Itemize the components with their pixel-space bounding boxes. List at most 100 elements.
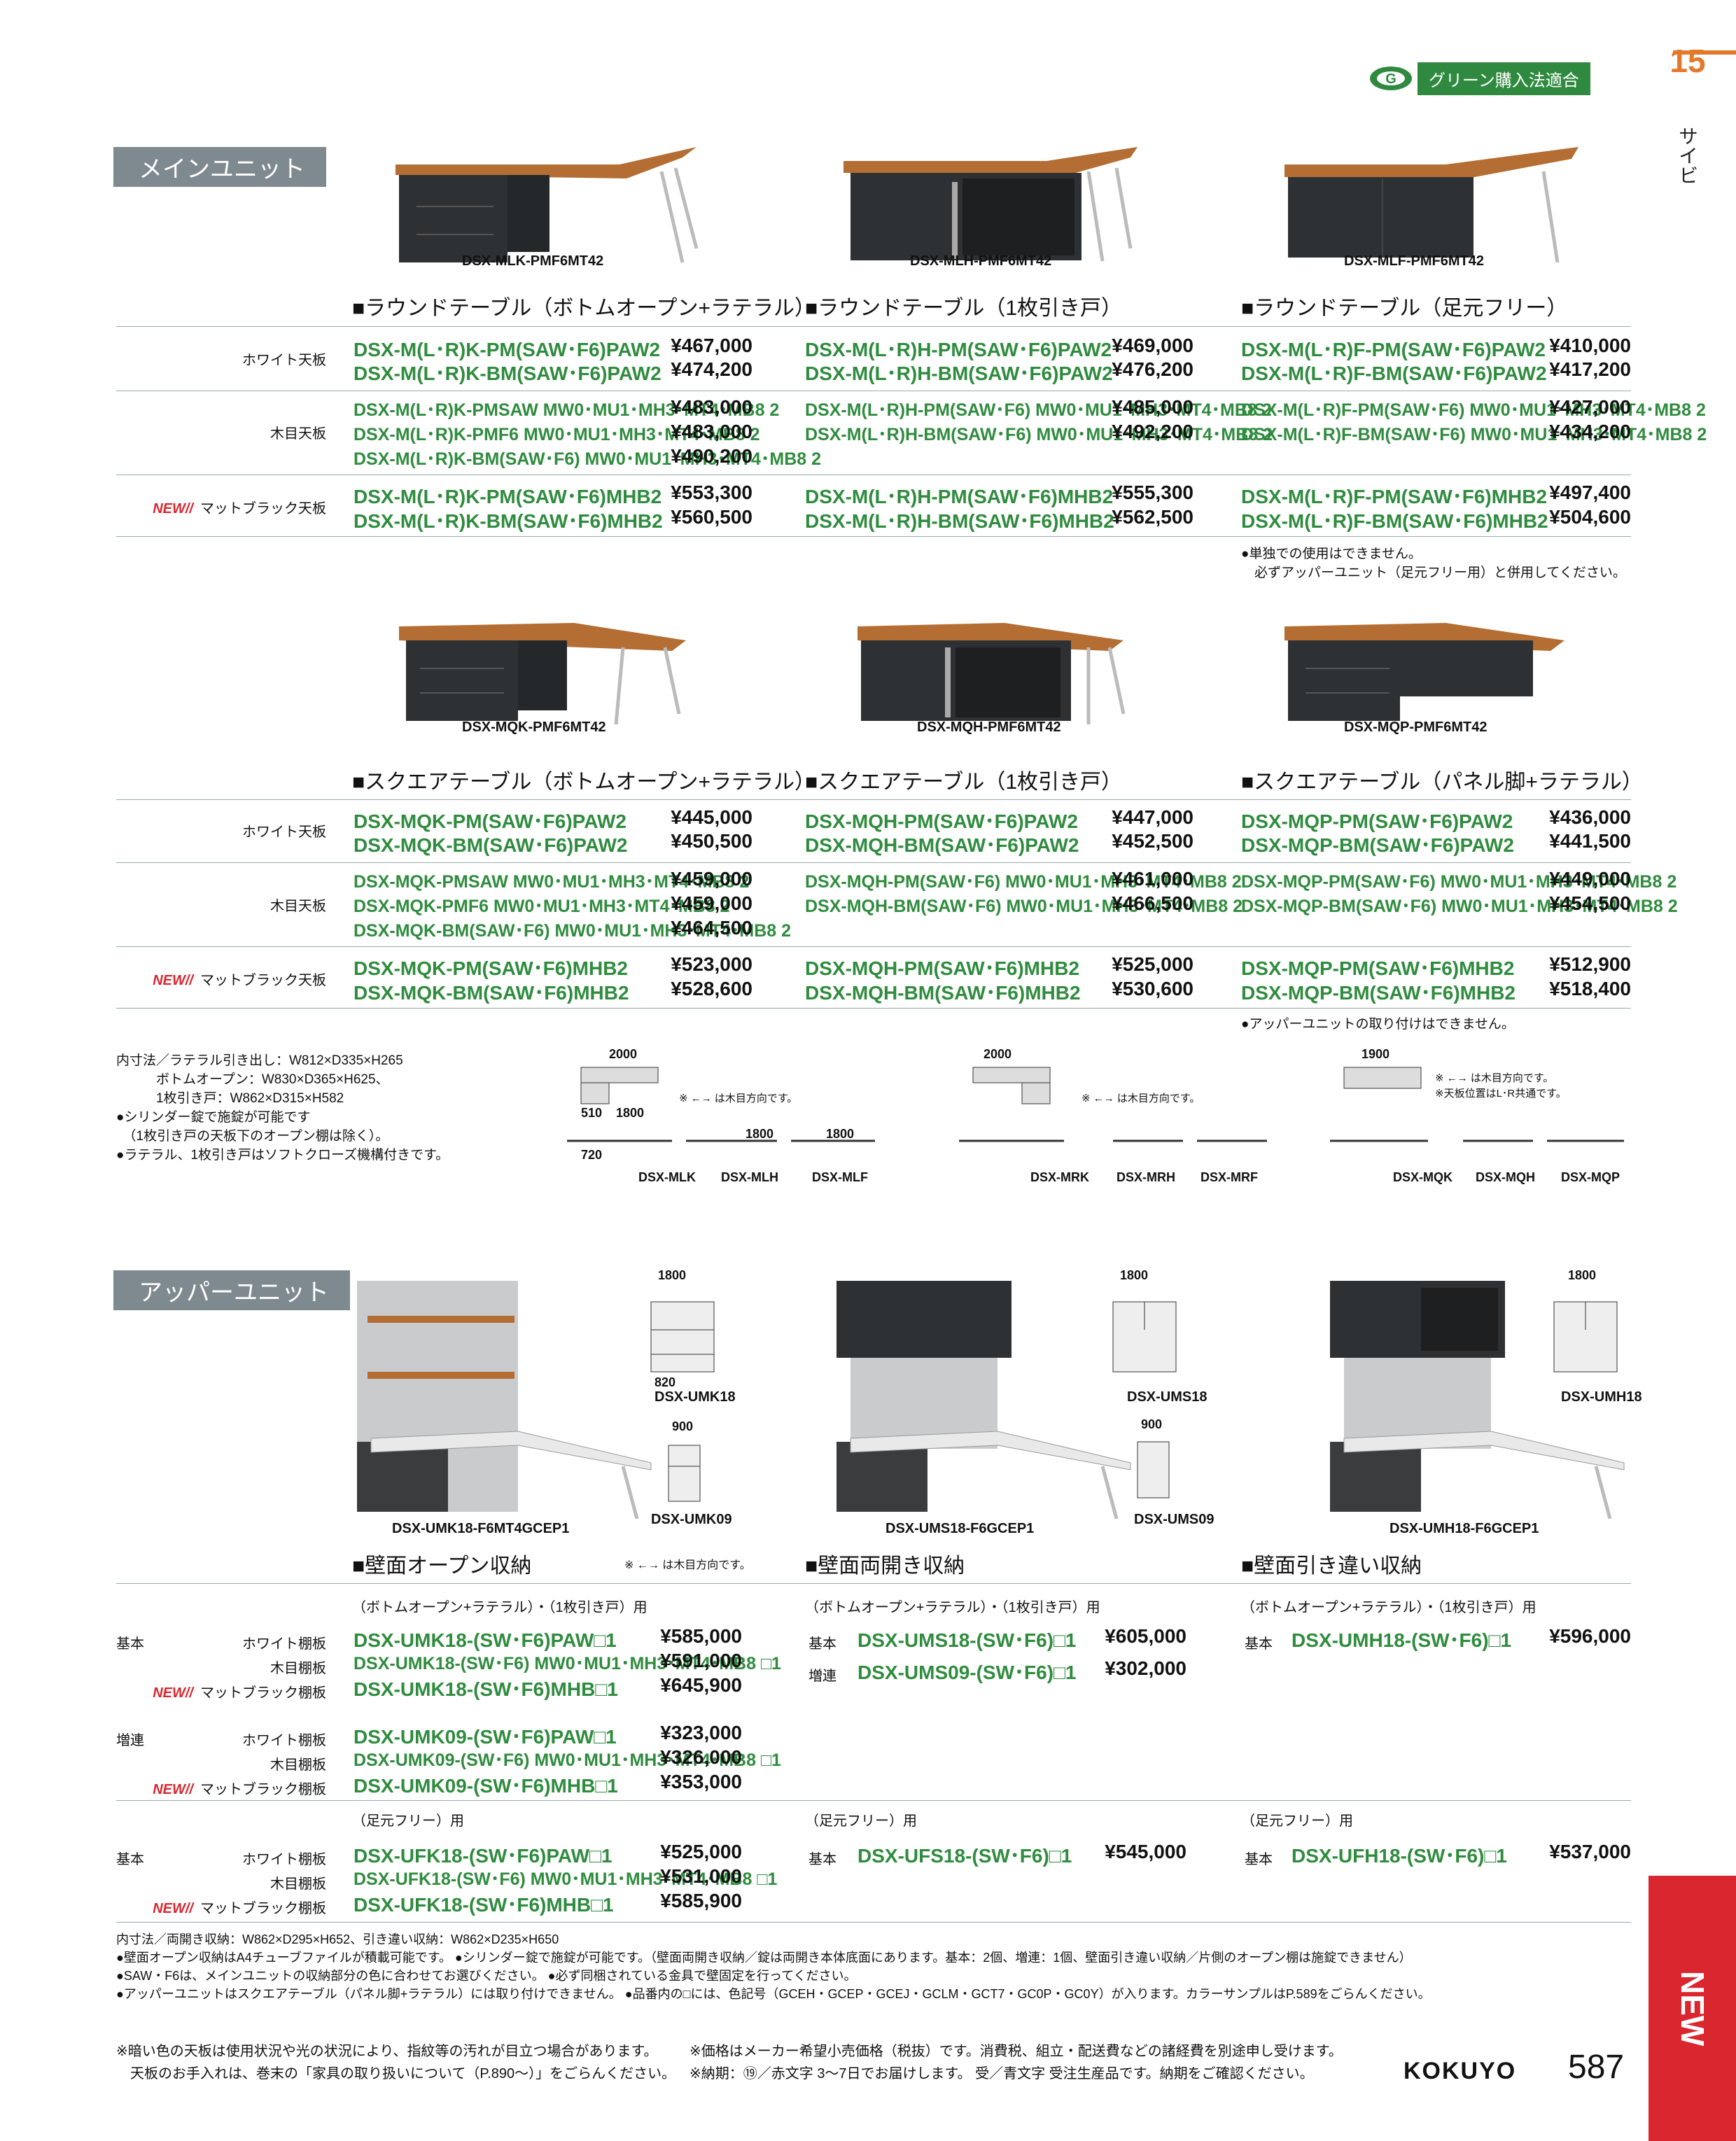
product-code: DSX-MQK-BM(SAW･F6)PAW2 [354,834,628,856]
add-label: 増連 [116,1733,144,1748]
product-price: ¥545,000 [1105,1841,1186,1862]
green-badge-label: グリーン購入法適合 [1418,62,1590,95]
upper-sub-label: DSX-UMS18 [1127,1389,1208,1405]
product-price: ¥353,000 [660,1771,742,1792]
product-code: DSX-M(L･R)F-BM(SAW･F6)MHB2 [1241,510,1548,532]
product-code: DSX-MQK-PMF6 MW0･MU1･MH3･MT4･MB8 2 [354,897,730,916]
dim-label: 1800 [1120,1268,1149,1282]
product-price: ¥562,500 [1112,506,1194,528]
product-price: ¥485,000 [1112,396,1194,418]
shelf-black-label: マットブラック棚板 [200,1782,326,1797]
diagram-label: DSX-MQK [1393,1170,1452,1184]
product-price: ¥553,300 [671,482,752,503]
base-label: 基本 [116,1852,144,1867]
main-unit-header: メインユニット [113,147,326,187]
shelf-wood: 木目棚板 [270,1876,326,1892]
upper-unit-header: アッパーユニット [113,1270,350,1310]
upper-sub-label: DSX-UMH18 [1561,1389,1642,1405]
product-price: ¥523,000 [671,953,752,975]
diagram-label: DSX-MLK [638,1170,696,1184]
product-code: DSX-M(L･R)K-PM(SAW･F6)PAW2 [354,339,661,360]
product-code: DSX-MQP-BM(SAW･F6)PAW2 [1241,834,1514,856]
group-sub: （ボトムオープン+ラテラル）・（1枚引き戸）用 [1241,1600,1536,1615]
product-price: ¥464,500 [671,917,752,939]
product-code: DSX-MQK-BM(SAW･F6)MHB2 [354,982,629,1004]
shelf-black-label: マットブラック棚板 [200,1901,326,1916]
upper-image-umk [357,1281,652,1519]
dim-label: 2000 [983,1047,1012,1061]
green-purchase-badge: G グリーン購入法適合 [1368,62,1590,95]
product-code: DSX-MQH-BM(SAW･F6)PAW2 [805,834,1079,856]
dim-label: 900 [672,1419,694,1433]
shelf-black: NEW//マットブラック棚板 [116,1897,326,1917]
product-code: DSX-M(L･R)K-BM(SAW･F6) MW0･MU1･MH3･MT4･M… [354,449,822,469]
image-label-mlk: DSX-MLK-PMF6MT42 [462,253,604,269]
product-price: ¥585,000 [660,1625,742,1647]
caption-umk: ■壁面オープン収納 [352,1554,532,1578]
product-code: DSX-MQH-PM(SAW･F6) MW0･MU1･MH3･MT4･MB8 2 [805,872,1242,892]
product-price: ¥436,000 [1549,806,1631,828]
category-black-label: マットブラック天板 [200,501,326,517]
group-sub: （足元フリー）用 [805,1813,917,1829]
product-price: ¥434,200 [1549,421,1631,442]
upper-dims-umh18 [1553,1301,1618,1373]
page-number: 587 [1568,2049,1625,2086]
product-code: DSX-MQK-PMSAW MW0･MU1･MH3･MT4･MB8 2 [354,872,750,892]
product-code: DSX-UFK18-(SW･F6)PAW□1 [354,1845,612,1867]
product-code: DSX-UMK09-(SW･F6)MHB□1 [354,1775,618,1797]
image-label-mqk: DSX-MQK-PMF6MT42 [462,719,606,735]
product-code: DSX-MQH-BM(SAW･F6) MW0･MU1･MH3･MT4･MB8 2 [805,897,1243,916]
product-code: DSX-UMK18-(SW･F6)MHB□1 [354,1678,618,1700]
product-price: ¥490,200 [671,445,752,467]
product-price: ¥461,000 [1112,868,1194,890]
product-price: ¥512,900 [1549,953,1631,975]
product-code: DSX-M(L･R)F-PM(SAW･F6)PAW2 [1241,339,1546,360]
shelf-wood: 木目棚板 [270,1661,326,1676]
side-label: サイビ [1676,126,1698,185]
product-price: ¥323,000 [660,1722,742,1743]
product-code: DSX-MQP-PM(SAW･F6)PAW2 [1241,810,1513,832]
product-price: ¥459,000 [671,892,752,914]
group-sub: （足元フリー）用 [352,1813,464,1829]
diagram-label: DSX-MRK [1030,1170,1089,1184]
diagram-label: DSX-MRF [1200,1170,1258,1184]
new-tab: NEW [1648,1876,1736,2141]
product-price: ¥605,000 [1105,1625,1186,1647]
dimension-diagram-ml [567,1067,875,1142]
product-price: ¥518,400 [1549,978,1631,999]
product-image-mlk [396,147,699,263]
product-price: ¥531,000 [660,1865,742,1887]
product-code: DSX-M(L･R)H-PM(SAW･F6) MW0･MU1･MH3･MT4･M… [805,400,1272,420]
product-price: ¥483,000 [671,396,752,418]
product-code: DSX-MQP-PM(SAW･F6)MHB2 [1241,957,1515,979]
new-mark: NEW// [153,1685,193,1701]
diagram-label: DSX-MQH [1476,1170,1535,1184]
caption-mlf: ■ラウンドテーブル（足元フリー） [1241,297,1568,320]
product-price: ¥449,000 [1549,868,1631,890]
shelf-black: NEW// マットブラック棚板 [116,1681,326,1701]
product-price: ¥474,200 [671,358,752,380]
product-code: DSX-UMK18-(SW･F6) MW0･MU1･MH3･MT4･MB8 □1 [354,1654,781,1673]
grain-note: ※ ←→ は木目方向です。 ※天板位置はL･R共通です。 [1435,1072,1567,1100]
product-price: ¥555,300 [1112,482,1194,503]
product-code: DSX-M(L･R)K-BM(SAW･F6)MHB2 [354,510,663,532]
product-code: DSX-M(L･R)H-BM(SAW･F6)MHB2 [805,510,1114,532]
product-code: DSX-M(L･R)F-PM(SAW･F6) MW0･MU1･MH3･MT4･M… [1241,400,1706,420]
product-code: DSX-MQP-PM(SAW･F6) MW0･MU1･MH3･MT4･MB8 2 [1241,872,1677,892]
shelf-black: NEW// マットブラック棚板 [116,1778,326,1798]
product-code: DSX-M(L･R)K-PM(SAW･F6)MHB2 [354,486,662,507]
table-rule [116,799,1631,800]
upper-image-umh [1330,1281,1625,1519]
caption-mqp: ■スクエアテーブル（パネル脚+ラテラル） [1241,771,1643,794]
shelf-wood: 木目棚板 [270,1757,326,1773]
category-black-label: マットブラック天板 [200,973,326,988]
note-upper-required: ●単独での使用はできません。 必ずアッパーユニット（足元フリー用）と併用してくだ… [1241,547,1626,580]
add-label: 増連 [808,1669,836,1684]
new-mark: NEW// [153,1782,193,1797]
grain-note: ※ ←→ は木目方向です。 [679,1093,798,1104]
dimension-diagram-mr [959,1067,1267,1142]
product-code: DSX-M(L･R)F-BM(SAW･F6)PAW2 [1241,363,1547,384]
product-code: DSX-UMK09-(SW･F6) MW0･MU1･MH3･MT4･MB8 □1 [354,1750,781,1770]
upper-dims-ums18 [1112,1301,1177,1373]
shelf-black-label: マットブラック棚板 [200,1685,326,1701]
